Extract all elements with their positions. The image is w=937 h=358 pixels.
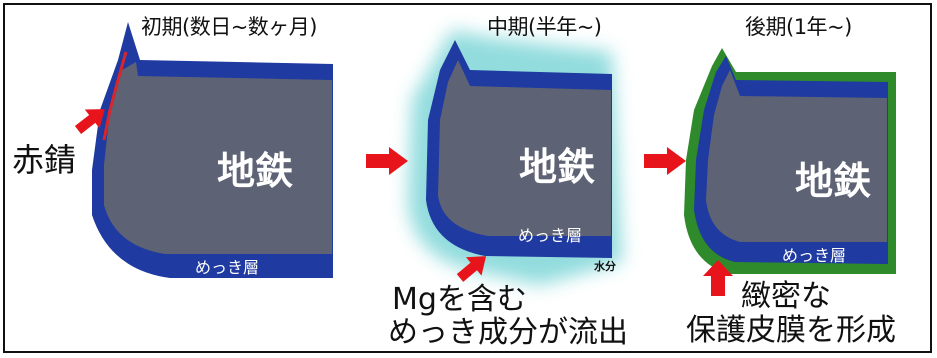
arrow-to-film [703,260,733,296]
diagram-frame [3,3,932,353]
arrow-stage2-to-stage3 [644,147,686,175]
dense-film-label-line2: 保護皮膜を形成 [686,313,896,348]
stage1-plating-layer-label: めっき層 [195,258,260,277]
rust-label: 赤錆 [12,141,77,179]
stage1-steel [104,62,332,254]
stage3-cross-section [684,48,896,274]
stage2-steel [438,60,611,236]
stage2-cross-section [408,30,622,285]
stage3-title: 後期(1年~) [745,15,852,39]
stage2-base-steel-label: 地鉄 [519,145,596,189]
arrow-to-rust [74,109,105,134]
mg-outflow-label-line1: Mgを含む [392,282,527,317]
arrow-stage1-to-stage2 [366,147,408,175]
stage1-base-steel-label: 地鉄 [217,149,294,193]
stage2-title: 中期(半年~) [487,15,602,39]
stage3-steel [706,70,887,242]
stage2-plating-layer-label: めっき層 [518,226,583,245]
stage3-plating-layer-label: めっき層 [782,246,847,265]
mg-outflow-label-line2: めっき成分が流出 [388,315,628,350]
arrow-to-water-halo [456,256,487,282]
stage3-base-steel-label: 地鉄 [795,159,872,203]
dense-film-label-line1: 緻密な [741,279,831,314]
stage1-cross-section [92,22,333,278]
stage2-water-label: 水分 [594,260,616,273]
stage1-title: 初期(数日~数ヶ月) [141,15,317,39]
stage1-red-rust [102,51,128,141]
